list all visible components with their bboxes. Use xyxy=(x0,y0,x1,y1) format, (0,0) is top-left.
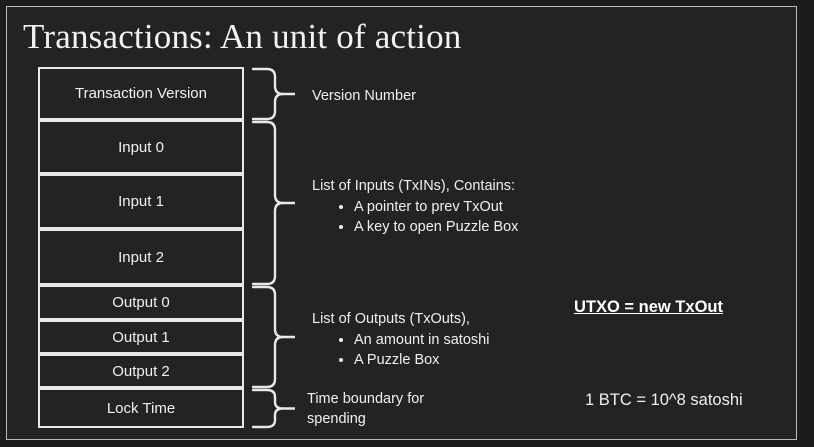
tx-field-label: Input 0 xyxy=(118,138,164,156)
annotation-inputs: List of Inputs (TxINs), Contains: A poin… xyxy=(312,176,518,237)
annotation-inputs-head: List of Inputs (TxINs), Contains: xyxy=(312,178,516,194)
list-item: A key to open Puzzle Box xyxy=(354,217,518,237)
tx-field-input-2[interactable]: Input 2 xyxy=(38,229,244,285)
note-utxo: UTXO = new TxOut xyxy=(574,298,723,316)
tx-field-label: Input 1 xyxy=(118,193,164,210)
annotation-version-head: Version Number xyxy=(312,88,416,104)
tx-field-input-1[interactable]: Input 1 xyxy=(38,174,244,229)
brace-outputs xyxy=(251,284,295,390)
tx-field-label: Lock Time xyxy=(106,399,176,417)
annotation-outputs: List of Outputs (TxOuts), An amount in s… xyxy=(312,309,489,370)
annotation-outputs-head: List of Outputs (TxOuts), xyxy=(312,311,470,327)
brace-lock-time xyxy=(251,387,295,430)
note-btc: 1 BTC = 10^8 satoshi xyxy=(585,391,743,409)
annotation-lock-time: Time boundary for spending xyxy=(307,389,424,429)
slide-canvas: Transactions: An unit of action Transact… xyxy=(6,6,797,440)
annotation-lock-time-line1: Time boundary for xyxy=(307,391,425,407)
page-title: Transactions: An unit of action xyxy=(23,17,462,56)
list-item: An amount in satoshi xyxy=(354,330,489,350)
brace-version xyxy=(251,66,295,122)
annotation-inputs-bullets: A pointer to prev TxOut A key to open Pu… xyxy=(312,197,518,237)
tx-field-lock-time[interactable]: Lock Time xyxy=(38,388,244,428)
tx-field-output-1[interactable]: Output 1 xyxy=(38,320,244,354)
annotation-version: Version Number xyxy=(312,86,416,107)
list-item: A pointer to prev TxOut xyxy=(354,197,518,217)
tx-field-label: Transaction Version xyxy=(74,85,207,102)
tx-field-output-2[interactable]: Output 2 xyxy=(38,354,244,388)
tx-field-label: Output 2 xyxy=(112,362,170,380)
annotation-outputs-bullets: An amount in satoshi A Puzzle Box xyxy=(312,330,489,370)
tx-field-label: Input 2 xyxy=(118,248,164,266)
tx-field-output-0[interactable]: Output 0 xyxy=(38,285,244,320)
tx-field-label: Output 1 xyxy=(112,328,170,346)
list-item: A Puzzle Box xyxy=(354,350,489,370)
tx-field-label: Output 0 xyxy=(112,294,170,311)
tx-field-input-0[interactable]: Input 0 xyxy=(38,120,244,174)
tx-field-transaction-version[interactable]: Transaction Version xyxy=(38,67,244,120)
annotation-lock-time-line2: spending xyxy=(307,411,366,427)
brace-inputs xyxy=(251,119,295,287)
